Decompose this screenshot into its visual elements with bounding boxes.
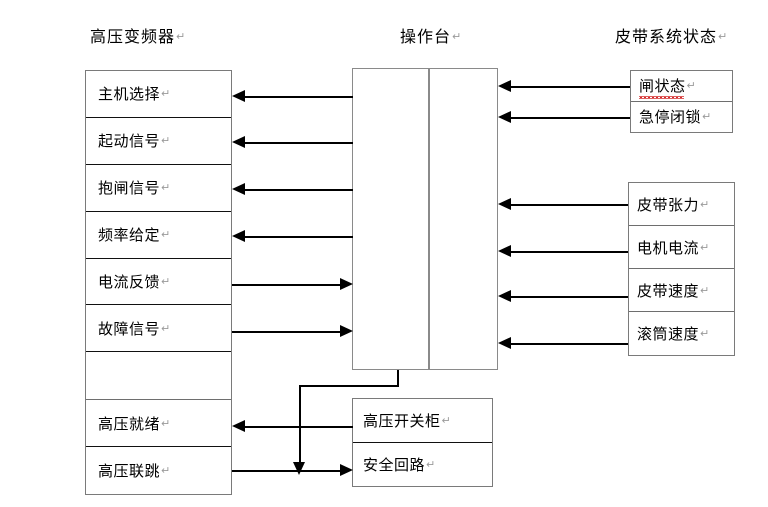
inverter-signal-table: 主机选择↵ 起动信号↵ 抱闸信号↵ 频率给定↵ 电流反馈↵ 故障信号↵ 高压就绪… xyxy=(85,70,232,495)
paragraph-mark-icon: ↵ xyxy=(161,228,171,242)
table-row[interactable]: 急停闭锁↵ xyxy=(631,101,732,132)
connector-current-feedback-to-console xyxy=(232,284,340,287)
connector-motor-current-to-console xyxy=(511,251,628,254)
paragraph-mark-icon: ↵ xyxy=(452,30,463,43)
table-row[interactable]: 抱闸信号↵ xyxy=(86,164,231,212)
status-label: 皮带速度 xyxy=(637,281,700,300)
arrow-left-icon xyxy=(498,245,511,257)
signal-label: 抱闸信号 xyxy=(98,179,161,198)
table-row[interactable]: 滚筒速度↵ xyxy=(629,312,734,355)
column-header-inverter: 高压变频器↵ xyxy=(90,23,186,47)
status-label: 急停闭锁 xyxy=(639,108,702,127)
status-label: 电机电流 xyxy=(637,238,700,257)
arrow-left-icon xyxy=(498,80,511,92)
table-row[interactable]: 闸状态↵ xyxy=(631,71,732,102)
arrow-left-icon xyxy=(498,111,511,123)
paragraph-mark-icon: ↵ xyxy=(161,87,171,101)
block-label: 高压开关柜 xyxy=(363,411,441,430)
table-row[interactable]: 高压就绪↵ xyxy=(86,400,231,448)
paragraph-mark-icon: ↵ xyxy=(426,457,436,471)
paragraph-mark-icon: ↵ xyxy=(161,181,171,195)
signal-label: 主机选择 xyxy=(98,85,161,104)
connector-console-to-start-signal xyxy=(245,142,353,145)
table-row[interactable]: 皮带速度↵ xyxy=(629,269,734,312)
paragraph-mark-icon: ↵ xyxy=(702,110,712,124)
arrow-left-icon xyxy=(498,290,511,302)
column-header-belt-status-label: 皮带系统状态 xyxy=(615,27,718,46)
arrow-left-icon xyxy=(232,183,245,195)
status-label: 皮带张力 xyxy=(637,195,700,214)
belt-status-upper-table: 闸状态↵ 急停闭锁↵ xyxy=(630,70,733,133)
signal-label: 高压就绪 xyxy=(98,414,161,433)
paragraph-mark-icon: ↵ xyxy=(700,283,710,297)
arrow-left-icon xyxy=(232,136,245,148)
table-row[interactable]: 高压开关柜↵ xyxy=(353,399,492,443)
connector-console-drop-stub xyxy=(397,370,400,387)
arrow-left-icon xyxy=(232,90,245,102)
connector-console-to-host-select xyxy=(245,96,353,99)
connector-console-to-frequency-setpoint xyxy=(245,236,353,239)
table-row-empty xyxy=(86,352,231,401)
paragraph-mark-icon: ↵ xyxy=(161,275,171,288)
signal-label: 起动信号 xyxy=(98,132,161,151)
table-row[interactable]: 皮带张力↵ xyxy=(629,183,734,226)
paragraph-mark-icon: ↵ xyxy=(718,30,729,43)
signal-label: 高压联跳 xyxy=(98,462,161,481)
column-header-console-label: 操作台 xyxy=(400,27,452,46)
belt-status-lower-table: 皮带张力↵ 电机电流↵ 皮带速度↵ 滚筒速度↵ xyxy=(628,182,735,356)
connector-belt-speed-to-console xyxy=(511,296,628,299)
signal-label: 电流反馈 xyxy=(98,273,161,291)
table-row[interactable]: 电流反馈↵ xyxy=(86,258,231,306)
table-row[interactable]: 安全回路↵ xyxy=(353,442,492,486)
column-header-console: 操作台↵ xyxy=(400,23,462,47)
arrow-right-icon xyxy=(340,464,353,476)
arrow-left-icon xyxy=(232,230,245,242)
table-row[interactable]: 故障信号↵ xyxy=(86,305,231,353)
connector-console-drop-horizontal xyxy=(299,385,399,388)
paragraph-mark-icon: ↵ xyxy=(441,413,452,427)
paragraph-mark-icon: ↵ xyxy=(161,416,171,430)
console-divider xyxy=(428,68,430,370)
table-row[interactable]: 电机电流↵ xyxy=(629,226,734,269)
switchgear-safety-table: 高压开关柜↵ 安全回路↵ xyxy=(352,398,493,487)
block-label: 安全回路 xyxy=(363,455,426,474)
arrow-left-icon xyxy=(498,198,511,210)
paragraph-mark-icon: ↵ xyxy=(161,321,171,335)
table-row[interactable]: 主机选择↵ xyxy=(86,71,231,118)
paragraph-mark-icon: ↵ xyxy=(161,134,171,148)
arrow-right-icon xyxy=(340,325,353,337)
connector-console-to-brake-signal xyxy=(245,189,353,192)
paragraph-mark-icon: ↵ xyxy=(161,464,171,478)
column-header-belt-status: 皮带系统状态↵ xyxy=(615,23,728,47)
connector-console-drop-vertical xyxy=(299,385,302,464)
arrow-down-icon xyxy=(293,462,305,475)
arrow-left-icon xyxy=(498,337,511,349)
paragraph-mark-icon: ↵ xyxy=(700,197,710,211)
arrow-left-icon xyxy=(232,420,245,432)
connector-belt-tension-to-console xyxy=(511,204,628,207)
column-header-inverter-label: 高压变频器 xyxy=(90,27,176,46)
arrow-right-icon xyxy=(340,278,353,290)
paragraph-mark-icon: ↵ xyxy=(700,240,710,254)
connector-drum-speed-to-console xyxy=(511,343,628,346)
connector-fault-signal-to-console xyxy=(232,331,340,334)
connector-estop-interlock-to-console xyxy=(511,117,630,120)
operator-console-block[interactable] xyxy=(352,68,498,370)
signal-label: 故障信号 xyxy=(98,319,161,338)
signal-label: 频率给定 xyxy=(98,226,161,245)
connector-gate-status-to-console xyxy=(511,86,630,89)
paragraph-mark-icon: ↵ xyxy=(686,79,697,93)
table-row[interactable]: 高压联跳↵ xyxy=(86,447,231,495)
status-label: 滚筒速度 xyxy=(637,325,700,343)
status-label: 闸状态 xyxy=(639,77,686,100)
paragraph-mark-icon: ↵ xyxy=(176,30,187,43)
table-row[interactable]: 起动信号↵ xyxy=(86,117,231,165)
paragraph-mark-icon: ↵ xyxy=(700,327,710,340)
table-row[interactable]: 频率给定↵ xyxy=(86,211,231,259)
connector-hv-trip-to-safety-loop xyxy=(232,470,340,473)
